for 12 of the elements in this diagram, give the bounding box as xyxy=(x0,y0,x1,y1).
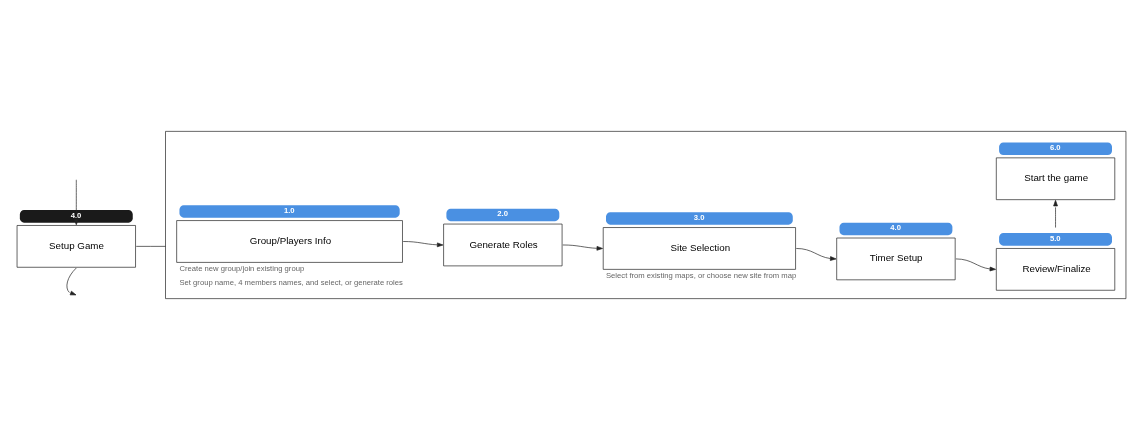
node-label: Set group name, 4 members names, and select, or generate roles xyxy=(179,278,403,288)
arrow xyxy=(955,258,996,272)
cluster xyxy=(165,131,1127,299)
arrow xyxy=(1053,200,1058,228)
arrow xyxy=(795,248,837,261)
arrow xyxy=(402,241,444,248)
node-label: Create new group/join existing group xyxy=(179,264,305,274)
arrow xyxy=(66,267,77,296)
arrow xyxy=(562,244,603,251)
arrow xyxy=(74,179,79,226)
connector xyxy=(135,246,166,247)
node-label: Select from existing maps, or choose new site from map xyxy=(606,271,797,281)
